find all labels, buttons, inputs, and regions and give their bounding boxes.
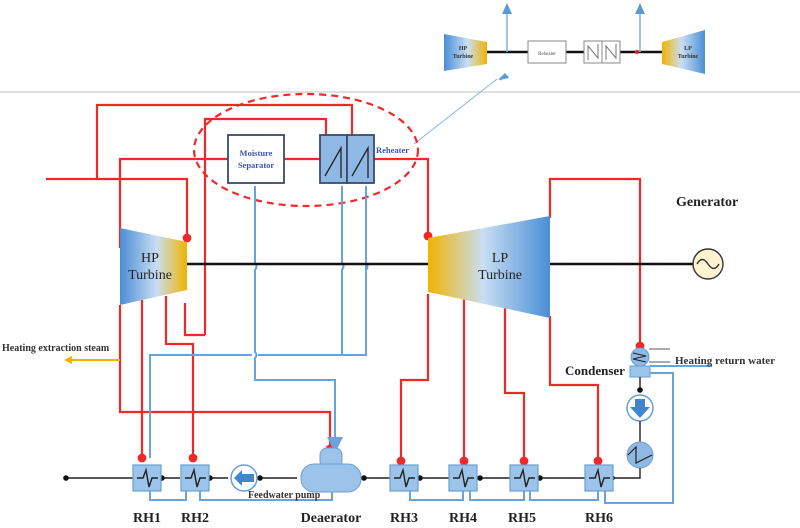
lp-turbine: LP Turbine (428, 216, 550, 318)
inset-heat-exchanger (583, 40, 621, 64)
heater-label: RH3 (390, 511, 418, 526)
heater-rh4: RH4 (448, 464, 478, 526)
deaerator-label: Deaerator (301, 511, 362, 526)
lp-turbine-label-1: LP (492, 251, 509, 266)
moisture-separator-label-2: Separator (238, 160, 275, 170)
heating-return-water-label: Heating return water (675, 355, 775, 367)
moisture-separator-label-1: Moisture (240, 148, 273, 158)
inset-reheater-box (527, 40, 567, 64)
heater-label: RH4 (449, 511, 477, 526)
heater-rh1: RH1 (132, 464, 162, 526)
inset-hp-label-1: HP (459, 46, 468, 52)
hp-turbine-label-2: Turbine (128, 268, 172, 283)
heater-coil (137, 467, 158, 488)
generator-label: Generator (676, 195, 738, 210)
hp-turbine: HP Turbine (120, 228, 187, 305)
inset-hp-turbine (444, 34, 487, 71)
callout-line (413, 78, 498, 145)
inset-hp-label-2: Turbine (453, 54, 474, 60)
feedwater-pump-label: Feedwater pump (248, 490, 321, 501)
arrow-left-icon (64, 356, 72, 364)
reheater: Reheater (319, 134, 409, 184)
deaerator: Deaerator (300, 447, 362, 526)
heater-coil (514, 467, 535, 488)
heater-rh5: RH5 (508, 464, 539, 526)
inset-lp-label-2: Turbine (678, 54, 699, 60)
heater-rh3: RH3 (389, 464, 419, 526)
heater-coil (453, 467, 474, 488)
heaters: RH1 RH2 RH3 RH4 RH5 RH6 (132, 464, 614, 526)
lp-turbine-label-2: Turbine (478, 268, 522, 283)
arrow-up-icon (635, 3, 645, 14)
arrow-icon (498, 73, 509, 80)
heater-rh6: RH6 (584, 464, 614, 526)
inset-lp-label-1: LP (684, 46, 692, 52)
heater-label: RH6 (585, 511, 613, 526)
feedwater-pump: Feedwater pump (230, 464, 321, 501)
condenser: Condenser Heating return water (565, 347, 775, 378)
pump-arrow-icon (234, 470, 254, 486)
moisture-separator: Moisture Separator (227, 134, 285, 184)
heater-rh2: RH2 (180, 464, 210, 526)
heater-label: RH5 (508, 511, 536, 526)
heater-coil (394, 467, 415, 488)
inset-lp-turbine (662, 30, 705, 74)
heater-coil (589, 467, 610, 488)
heating-extraction-steam-label: Heating extraction steam (2, 343, 110, 354)
inset-junction-dot (635, 50, 639, 54)
hp-turbine-label-1: HP (141, 251, 159, 266)
reheater-label: Reheater (376, 145, 409, 155)
condensate-pump (609, 377, 654, 481)
condenser-label: Condenser (565, 363, 625, 378)
pump-arrow-icon (630, 399, 650, 418)
inset-reheater-label: Reheater (538, 52, 556, 57)
heater-label: RH1 (133, 511, 161, 526)
generator: Generator (676, 195, 738, 280)
arrow-up-icon (502, 3, 512, 14)
steam-lines (46, 103, 645, 466)
highlight-ellipse (192, 92, 420, 208)
heater-coil (185, 467, 206, 488)
inset-diagram: HP Turbine Reheater LP Turbine (444, 3, 705, 81)
heater-label: RH2 (181, 511, 209, 526)
